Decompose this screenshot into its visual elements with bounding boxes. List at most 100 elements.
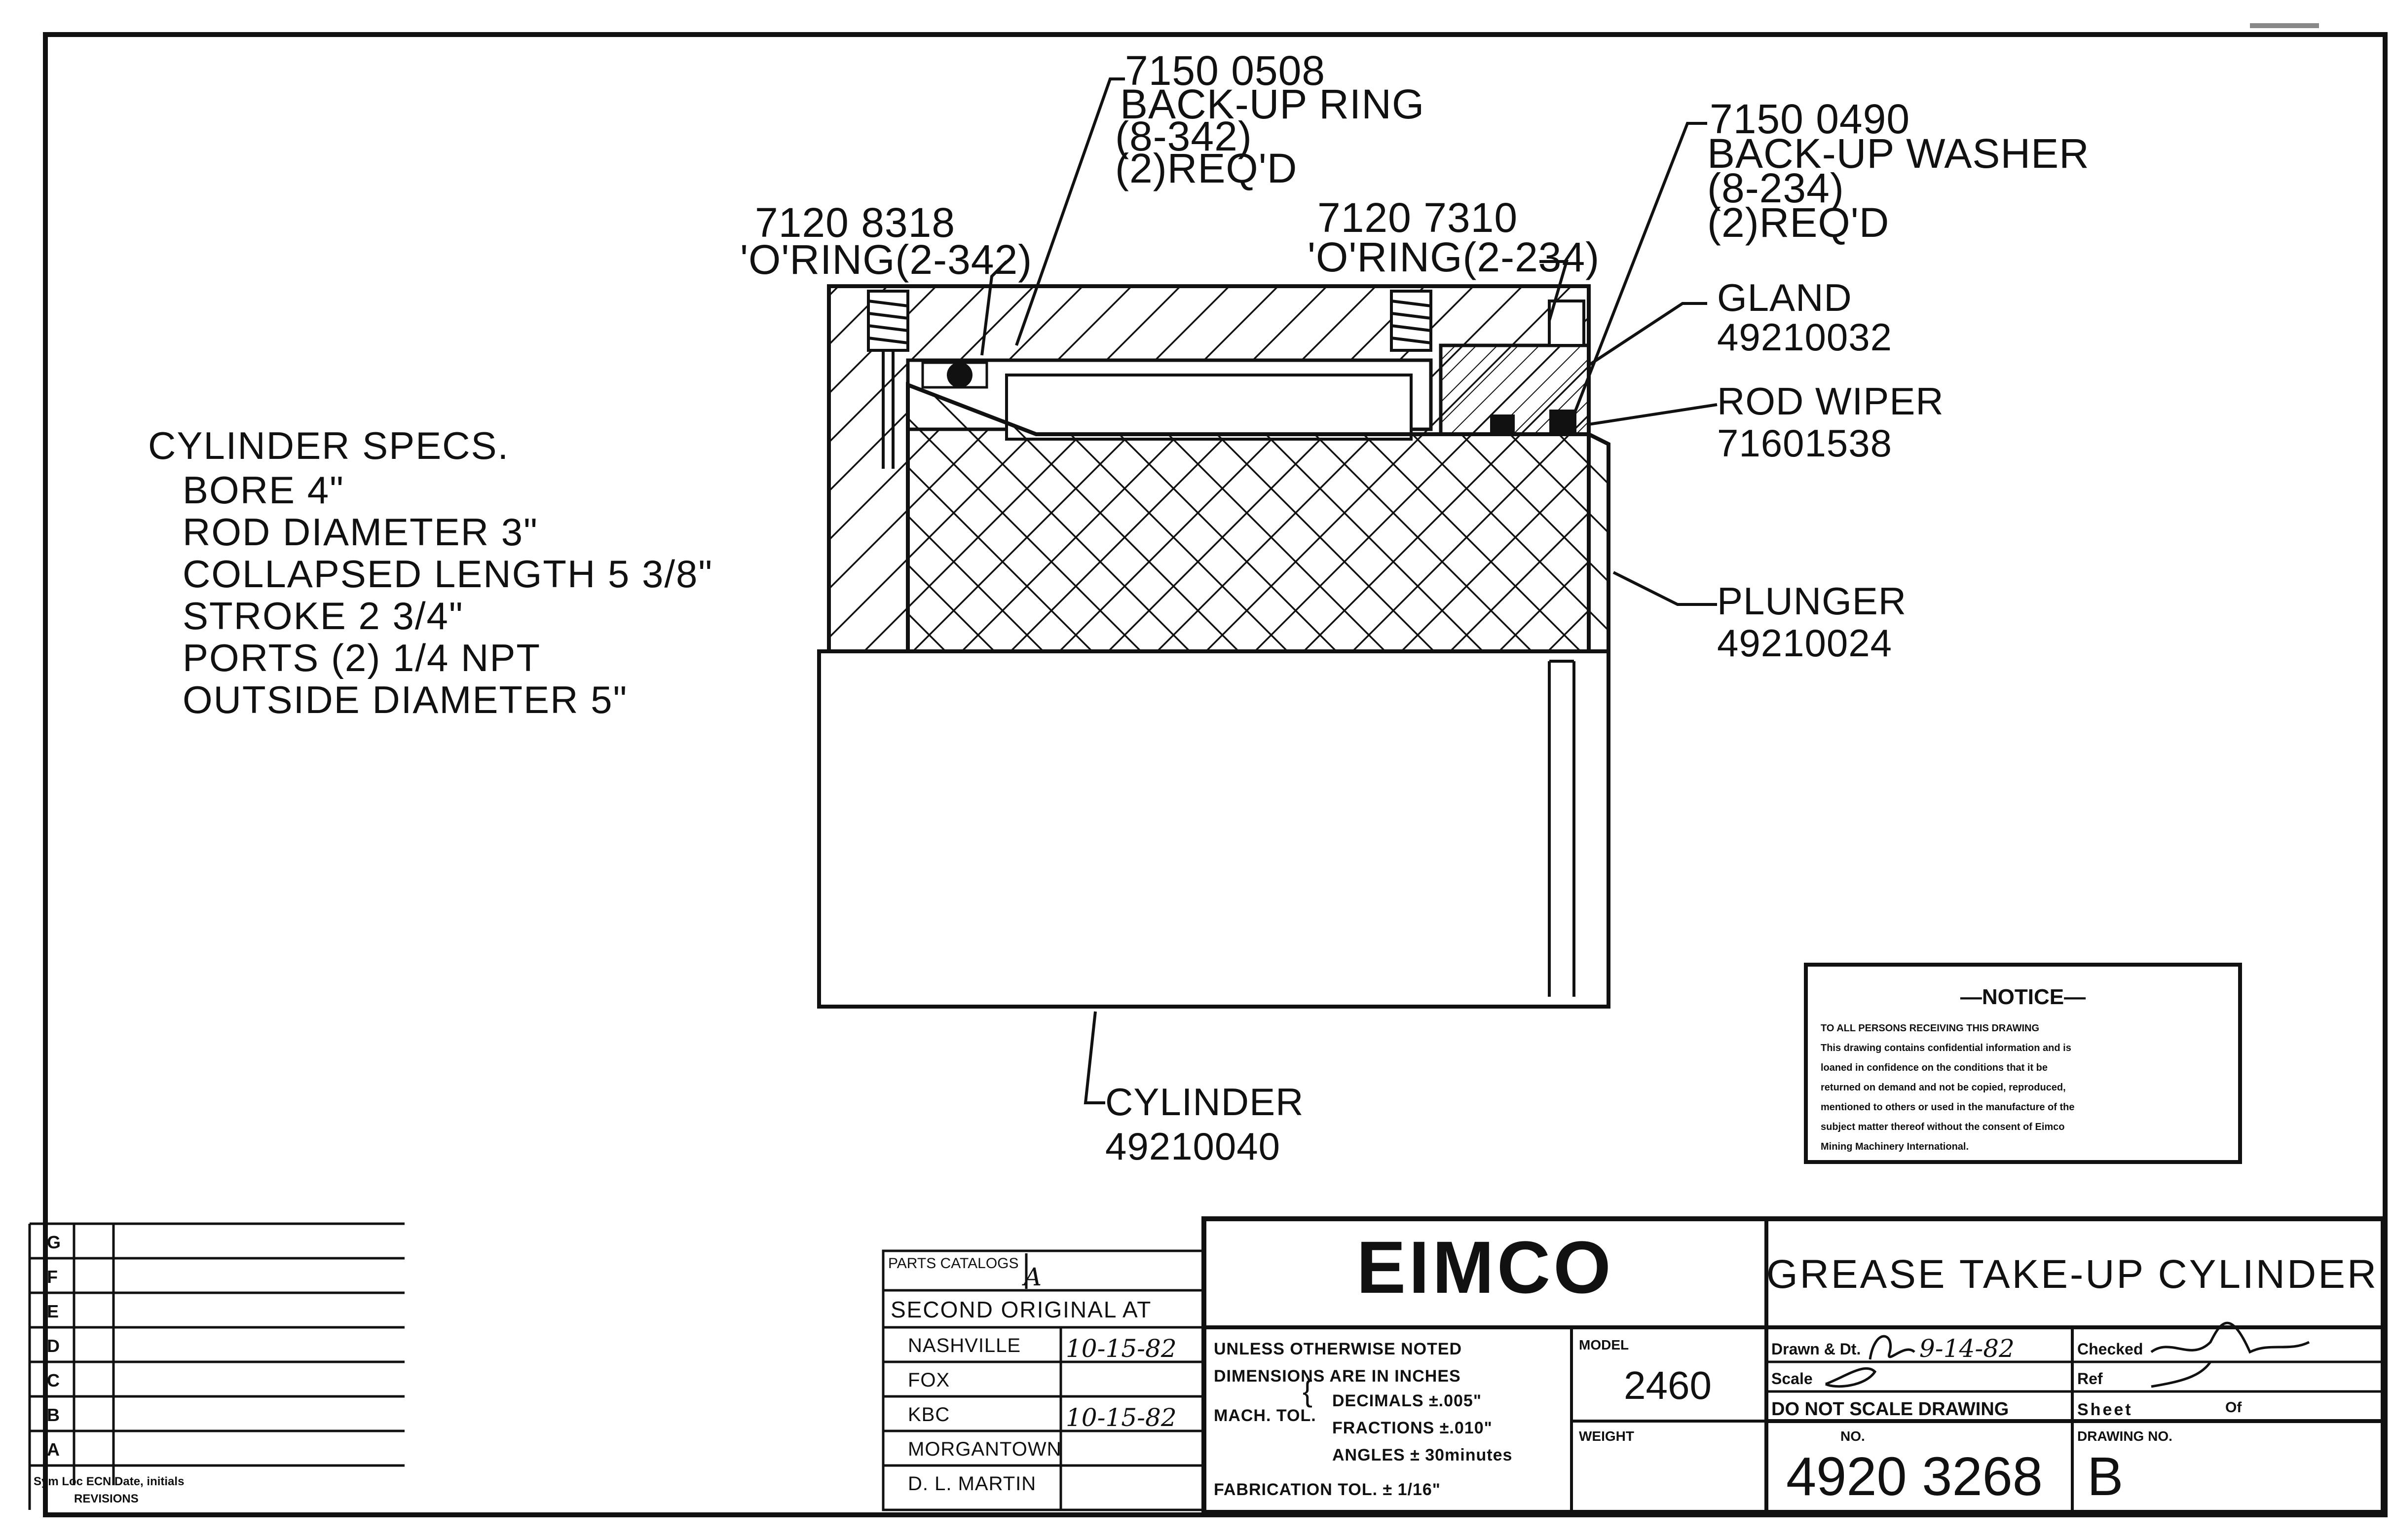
callout-plunger: PLUNGER 49210024 (1717, 579, 1907, 665)
location-nashville: NASHVILLE (908, 1335, 1021, 1356)
revisions-caption: REVISIONS (74, 1492, 139, 1505)
backup-washer-size: (8-234) (1707, 165, 1844, 211)
spec-outside-diameter: OUTSIDE DIAMETER 5" (183, 678, 628, 721)
oring-left-name: 'O'RING(2-342) (740, 236, 1032, 283)
o-ring-right (1490, 414, 1515, 433)
checked-label: Checked (2077, 1340, 2143, 1358)
tol-unless-noted: UNLESS OTHERWISE NOTED (1214, 1340, 1462, 1358)
rev-letter-f: F (47, 1267, 58, 1287)
tol-decimals: DECIMALS ±.005" (1332, 1391, 1482, 1410)
drawing-number: 4920 3268 (1786, 1446, 2043, 1507)
callout-cylinder: CYLINDER 49210040 (1105, 1080, 1304, 1168)
cylinder-label: CYLINDER (1105, 1080, 1304, 1124)
rod-wiper (1549, 410, 1576, 433)
scale-label: Scale (1771, 1370, 1813, 1388)
plunger-number: 49210024 (1717, 621, 1892, 665)
rev-letter-e: E (47, 1301, 59, 1321)
o-ring-left (947, 362, 973, 388)
callout-rod-wiper: ROD WIPER 71601538 (1717, 379, 1944, 465)
no-label: NO. (1840, 1428, 1865, 1444)
drawn-label: Drawn & Dt. (1771, 1340, 1861, 1358)
rev-letter-b: B (47, 1405, 60, 1425)
title-block-text: EIMCO GREASE TAKE-UP CYLINDER UNLESS OTH… (1214, 1226, 2378, 1507)
backup-ring-number: 7150 0508 (1125, 47, 1325, 94)
notice-line-5: mentioned to others or used in the manuf… (1821, 1102, 2074, 1113)
backup-washer-name: BACK-UP WASHER (1707, 130, 2090, 177)
of-label: Of (2225, 1399, 2242, 1416)
spec-rod-diameter: ROD DIAMETER 3" (183, 510, 538, 554)
callout-oring-right: 7120 7310 'O'RING(2-234) (1308, 194, 1600, 280)
revision-letter: B (2087, 1446, 2123, 1507)
rev-letter-d: D (47, 1336, 60, 1356)
location-fox: FOX (908, 1369, 950, 1391)
callout-oring-left: 7120 8318 'O'RING(2-342) (740, 199, 1032, 283)
notice-line-2: This drawing contains confidential infor… (1821, 1043, 2071, 1053)
handwritten-signatures (1825, 1321, 2310, 1388)
notice-line-7: Mining Machinery International. (1821, 1141, 1969, 1152)
oring-right-name: 'O'RING(2-234) (1308, 234, 1600, 280)
tol-brace: { (1303, 1375, 1312, 1408)
rev-letter-a: A (47, 1439, 60, 1460)
company-name: EIMCO (1356, 1226, 1614, 1309)
notice-line-6: subject matter thereof without the conse… (1821, 1122, 2065, 1132)
drawn-date: 9-14-82 (1919, 1334, 2015, 1363)
location-kbc-date: 10-15-82 (1066, 1403, 1177, 1432)
oring-right-number: 7120 7310 (1317, 194, 1518, 241)
backup-washer-qty: (2)REQ'D (1707, 199, 1889, 246)
tol-angles: ANGLES ± 30minutes (1332, 1446, 1512, 1465)
spec-ports: PORTS (2) 1/4 NPT (183, 636, 541, 679)
revisions-footer: Sym Loc ECN Date, initials (34, 1475, 184, 1488)
rev-letter-c: C (47, 1370, 60, 1390)
callout-gland: GLAND 49210032 (1717, 276, 1892, 359)
parts-catalog-value: A (1022, 1263, 1042, 1291)
cylinder-specs: CYLINDER SPECS. BORE 4" ROD DIAMETER 3" … (148, 424, 713, 721)
locations-text: PARTS CATALOGS A SECOND ORIGINAL AT NASH… (888, 1255, 1177, 1495)
leader-lines (980, 77, 1718, 1104)
revisions-table (28, 1222, 405, 1510)
rod-wiper-label: ROD WIPER (1717, 379, 1944, 423)
weight-label: WEIGHT (1579, 1428, 1634, 1444)
gland-label: GLAND (1717, 276, 1852, 319)
callout-backup-ring: 7150 0508 BACK-UP RING (8-342) (2)REQ'D (1115, 47, 1424, 191)
plunger-label: PLUNGER (1717, 579, 1907, 623)
model-value: 2460 (1624, 1363, 1712, 1407)
drawing-no-label: DRAWING NO. (2077, 1428, 2172, 1444)
model-label: MODEL (1579, 1337, 1629, 1352)
backup-ring-qty: (2)REQ'D (1115, 145, 1297, 191)
location-dl-martin: D. L. MARTIN (908, 1473, 1036, 1495)
callout-backup-washer: 7150 0490 BACK-UP WASHER (8-234) (2)REQ'… (1707, 96, 2090, 246)
tol-fractions: FRACTIONS ±.010" (1332, 1419, 1493, 1437)
cylinder-number: 49210040 (1105, 1125, 1280, 1168)
second-original-label: SECOND ORIGINAL AT (891, 1297, 1152, 1322)
gland-number: 49210032 (1717, 315, 1892, 359)
oring-left-number: 7120 8318 (755, 199, 955, 246)
rod-wiper-number: 71601538 (1717, 421, 1892, 465)
backup-ring-name: BACK-UP RING (1120, 81, 1424, 127)
backup-washer-number: 7150 0490 (1710, 96, 1910, 142)
spec-stroke: STROKE 2 3/4" (183, 594, 464, 638)
rev-letter-g: G (47, 1232, 61, 1252)
location-kbc: KBC (908, 1404, 950, 1426)
notice-title: —NOTICE— (1960, 985, 2086, 1009)
do-not-scale: DO NOT SCALE DRAWING (1771, 1399, 2009, 1420)
tol-dimensions: DIMENSIONS ARE IN INCHES (1214, 1367, 1461, 1386)
notice-line-1: TO ALL PERSONS RECEIVING THIS DRAWING (1821, 1023, 2039, 1034)
spec-collapsed-length: COLLAPSED LENGTH 5 3/8" (183, 552, 713, 596)
drawing-title: GREASE TAKE-UP CYLINDER (1766, 1252, 2378, 1297)
notice-line-4: returned on demand and not be copied, re… (1821, 1082, 2066, 1093)
location-nashville-date: 10-15-82 (1066, 1334, 1177, 1363)
sheet-label: Sheet (2077, 1400, 2133, 1419)
notice-line-3: loaned in confidence on the conditions t… (1821, 1062, 2048, 1073)
location-morgantown: MORGANTOWN (908, 1438, 1061, 1460)
parts-catalog-label: PARTS CATALOGS (888, 1255, 1019, 1272)
notice-box: —NOTICE— TO ALL PERSONS RECEIVING THIS D… (1804, 963, 2242, 1164)
specs-title: CYLINDER SPECS. (148, 424, 509, 467)
cylinder-body (817, 649, 1610, 1009)
backup-ring-size: (8-342) (1115, 113, 1252, 159)
revision-letters: G F E D C B A Sym Loc ECN Date, initials… (34, 1232, 184, 1505)
title-block-grid (1201, 1216, 2386, 1515)
cylinder-cross-section (817, 284, 1610, 1009)
spec-bore: BORE 4" (183, 468, 344, 512)
